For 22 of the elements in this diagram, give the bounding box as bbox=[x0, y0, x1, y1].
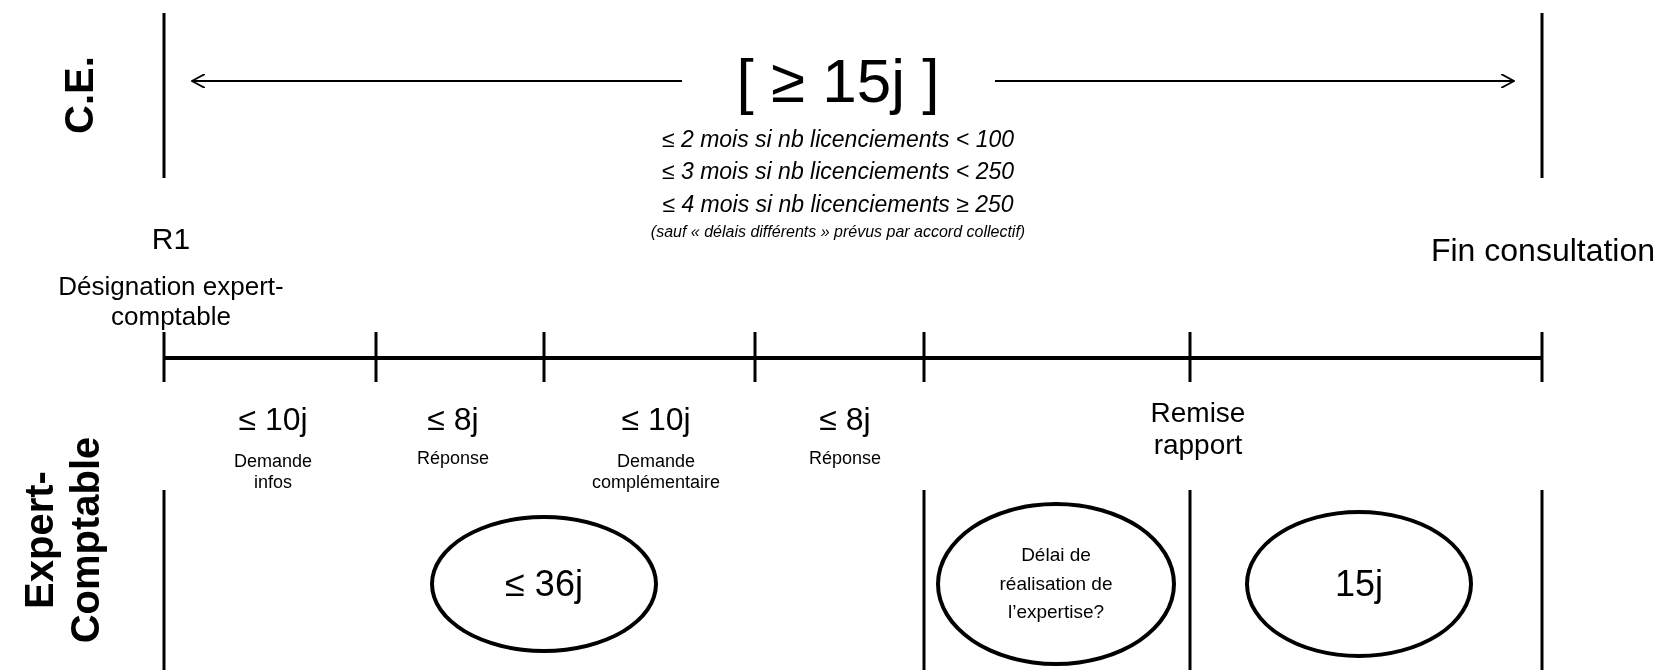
condition-note: ≤ 2 mois si nb licenciements < 100 bbox=[662, 125, 1014, 153]
duration-label: ≤ 8j bbox=[819, 400, 871, 438]
ellipse-text: 15j bbox=[1334, 562, 1383, 606]
milestone-text: Fin consultation bbox=[1429, 231, 1657, 269]
row-label: C.E. bbox=[56, 56, 102, 134]
milestone-text: Remise rapport bbox=[1149, 396, 1247, 462]
condition-note: ≤ 4 mois si nb licenciements ≥ 250 bbox=[662, 190, 1014, 218]
step-text: Demande complémentaire bbox=[590, 451, 722, 493]
duration-label: ≤ 8j bbox=[427, 400, 479, 438]
duration-label: ≤ 10j bbox=[238, 400, 308, 438]
condition-note: ≤ 3 mois si nb licenciements < 250 bbox=[662, 157, 1014, 185]
ellipse-text: ≤ 36j bbox=[505, 562, 583, 606]
row-label: Expert-Comptable bbox=[16, 435, 108, 646]
duration-label: [ ≥ 15j ] bbox=[736, 45, 940, 117]
milestone-text: Désignation expert-comptable bbox=[57, 272, 285, 332]
duration-label: ≤ 10j bbox=[621, 400, 691, 438]
step-text: Réponse bbox=[808, 447, 882, 469]
ellipse-text: Délai de réalisation de l’expertise? bbox=[998, 543, 1114, 625]
step-text: Réponse bbox=[416, 447, 490, 469]
milestone-label: R1 bbox=[151, 221, 191, 257]
step-text: Demande infos bbox=[232, 451, 313, 493]
exception-note: (sauf « délais différents » prévus par accord collectif) bbox=[650, 222, 1026, 242]
